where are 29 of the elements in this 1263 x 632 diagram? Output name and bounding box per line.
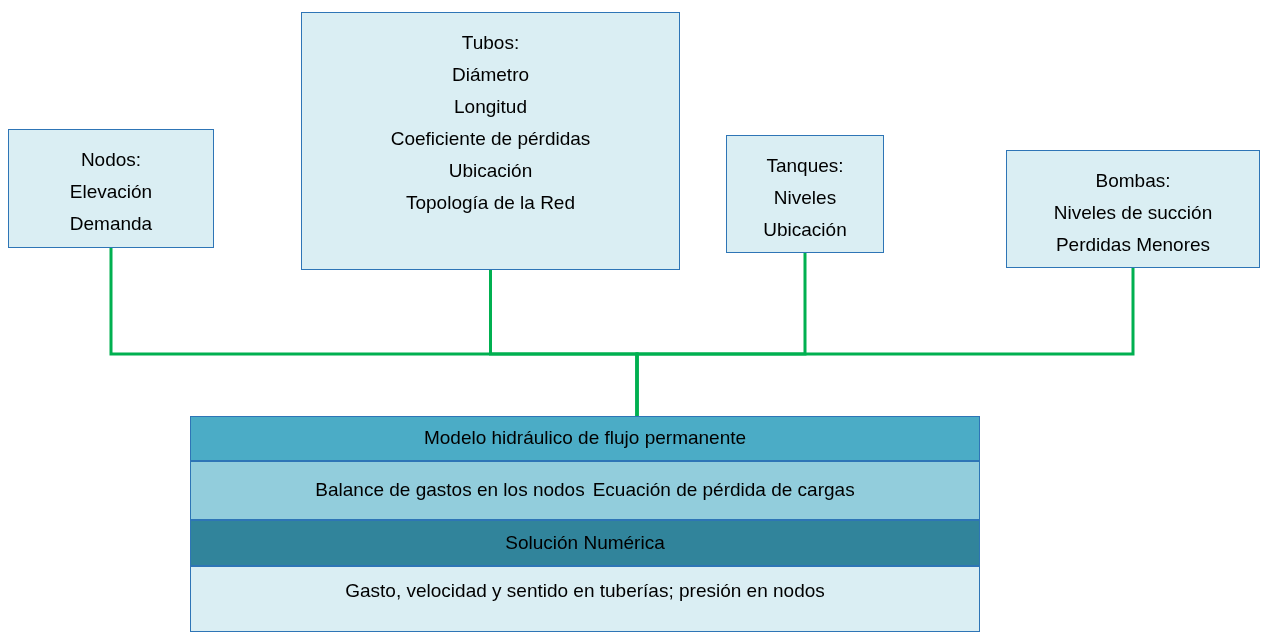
data-box: [1006, 150, 1260, 268]
connector-line: [635, 268, 1135, 416]
box-item: Demanda: [69, 212, 153, 236]
band-text: Solución Numérica: [505, 530, 665, 555]
results-band: [190, 566, 980, 632]
band-text: Modelo hidráulico de flujo permanente: [423, 426, 747, 451]
box-item: Perdidas Menores: [1055, 233, 1211, 257]
box-heading: Nodos:: [80, 148, 142, 172]
data-box: [8, 129, 214, 248]
box-heading: Tanques:: [766, 154, 844, 178]
box-heading: Tubos:: [461, 31, 520, 55]
box-item: Diámetro: [451, 63, 530, 87]
solution-band: [190, 520, 980, 566]
box-item: Topología de la Red: [406, 191, 575, 215]
band-text: Gasto, velocidad y sentido en tuberías; presión en nodos: [345, 579, 825, 603]
box-item: Niveles: [773, 186, 837, 210]
box-item: Ubicación: [763, 218, 847, 242]
band-text: Balance de gastos en los nodos: [315, 478, 585, 503]
box-item: Longitud: [454, 95, 527, 119]
data-box: [726, 135, 884, 253]
box-item: Elevación: [69, 180, 153, 204]
model-header-band: [190, 416, 980, 461]
box-item: Niveles de succión: [1053, 201, 1213, 225]
equations-band: [190, 461, 980, 520]
box-item: Ubicación: [448, 159, 533, 183]
box-item: Coeficiente de pérdidas: [390, 127, 591, 151]
box-heading: Bombas:: [1095, 169, 1171, 193]
data-box: [301, 12, 680, 270]
band-text: Ecuación de pérdida de cargas: [592, 478, 855, 503]
